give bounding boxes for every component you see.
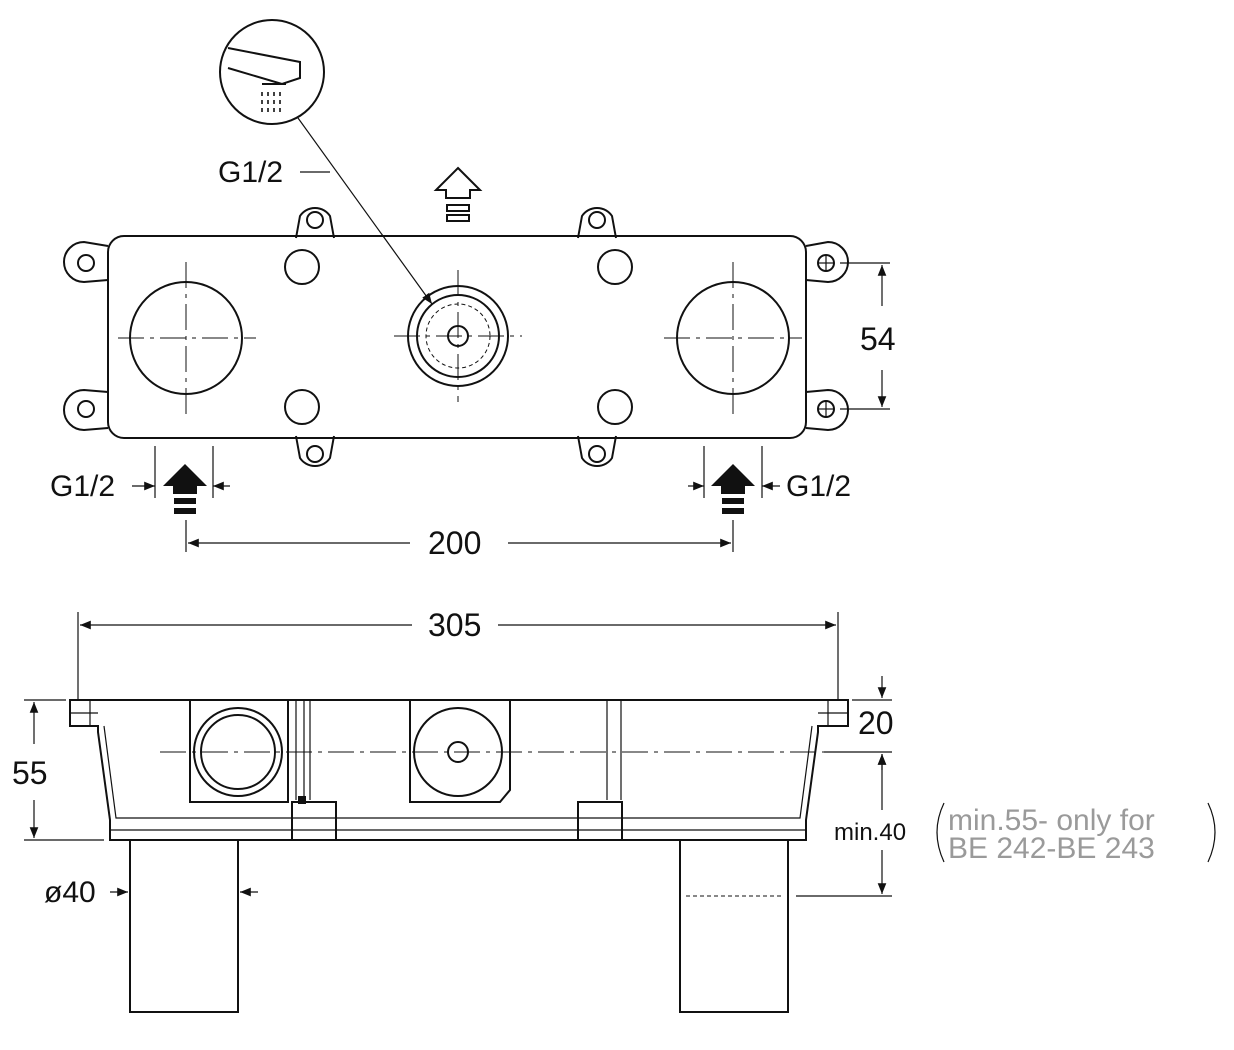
height-dimension: 54	[860, 321, 896, 357]
inlet-left-thread-label: G1/2	[50, 470, 115, 503]
note-line-2: BE 242-BE 243	[948, 832, 1155, 865]
side-view: 305	[12, 607, 1216, 1013]
mounting-lugs	[63, 207, 849, 467]
inlet-right-thread-label: G1/2	[786, 470, 851, 503]
spacing-dimension: 200	[428, 525, 481, 561]
right-pipe	[679, 839, 789, 1013]
inlet-arrow-icon	[711, 464, 755, 514]
outlet-arrow-icon	[433, 166, 483, 222]
valve-body-outline	[107, 235, 807, 439]
outlet-thread-label: G1/2	[218, 156, 283, 189]
note-line-1: min.55- only for	[948, 804, 1155, 837]
top-view: G1/2 G1/2 G1/2	[50, 19, 896, 561]
pipe-diameter-dimension: ø40	[44, 876, 96, 909]
central-outlet	[394, 270, 522, 402]
depth-dimension: 55	[12, 755, 48, 791]
left-pipe	[129, 839, 239, 1013]
width-dimension: 305	[428, 607, 481, 643]
flange-dimension: 20	[858, 705, 894, 741]
shower-head-icon	[219, 19, 325, 125]
housing-outline	[69, 699, 849, 841]
inlet-arrow-icon	[163, 464, 207, 514]
install-depth-dimension: min.40	[834, 819, 906, 846]
